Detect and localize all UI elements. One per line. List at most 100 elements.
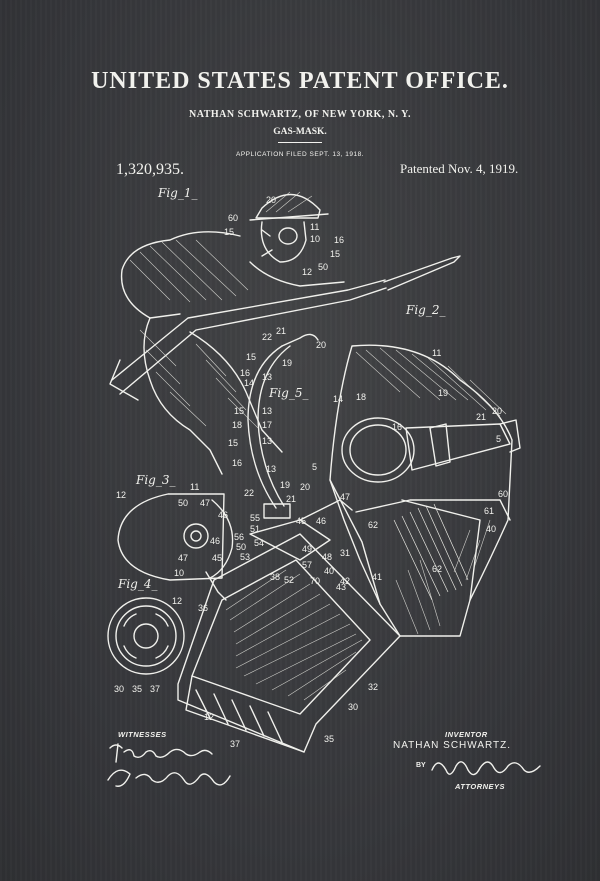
ref-numeral: 48: [322, 552, 332, 562]
patent-office-heading: UNITED STATES PATENT OFFICE.: [91, 68, 509, 94]
ref-numeral: 13: [262, 372, 272, 382]
ref-numeral: 30: [348, 702, 358, 712]
inventor-line: NATHAN SCHWARTZ, OF NEW YORK, N. Y.: [189, 109, 411, 120]
ref-numeral: 20: [266, 195, 276, 205]
attorney-signature: [431, 761, 541, 776]
reference-numerals: 20 60 15 11 16 10 15 50 12 11 19 21 20 1…: [114, 195, 508, 749]
by-label: BY: [416, 762, 426, 769]
ref-numeral: 5: [312, 462, 317, 472]
ref-numeral: 31: [340, 548, 350, 558]
ref-numeral: 56: [234, 532, 244, 542]
inventor-label: INVENTOR: [445, 730, 488, 739]
ref-numeral: 50: [236, 542, 246, 552]
ref-numeral: 22: [244, 488, 254, 498]
ref-numeral: 45: [212, 553, 222, 563]
figure-2-mask-drawing: [177, 344, 521, 753]
figure-4-label: Fig_4_: [118, 577, 158, 591]
figure-2-label: Fig_2_: [406, 303, 446, 317]
ref-numeral: 52: [284, 575, 294, 585]
ref-numeral: 18: [356, 392, 366, 402]
ref-numeral: 61: [484, 506, 494, 516]
ref-numeral: 50: [178, 498, 188, 508]
ref-numeral: 19: [282, 358, 292, 368]
ref-numeral: 17: [262, 420, 272, 430]
ref-numeral: 38: [270, 572, 280, 582]
ref-numeral: 43: [336, 582, 346, 592]
ref-numeral: 35: [132, 684, 142, 694]
ref-numeral: 16: [334, 235, 344, 245]
application-filed: APPLICATION FILED SEPT. 13, 1918.: [235, 151, 364, 158]
patent-number: 1,320,935.: [116, 161, 184, 178]
ref-numeral: 40: [324, 566, 334, 576]
ref-numeral: 60: [498, 489, 508, 499]
ref-numeral: 62: [368, 520, 378, 530]
ref-numeral: 16: [232, 458, 242, 468]
ref-numeral: 45: [296, 516, 306, 526]
ref-numeral: 36: [198, 603, 208, 613]
ref-numeral: 15: [246, 352, 256, 362]
ref-numeral: 22: [262, 332, 272, 342]
ref-numeral: 15: [234, 406, 244, 416]
ref-numeral: 15: [228, 438, 238, 448]
ref-numeral: 15: [330, 249, 340, 259]
ref-numeral: 62: [432, 564, 442, 574]
ref-numeral: 37: [150, 684, 160, 694]
figure-4-filter-disc-drawing: [107, 597, 185, 675]
figure-1-soldier-drawing: [109, 191, 461, 475]
attorneys-label: ATTORNEYS: [455, 782, 506, 791]
ref-numeral: 14: [244, 378, 254, 388]
ref-numeral: 47: [200, 498, 210, 508]
title-underline: [278, 142, 322, 143]
ref-numeral: 20: [316, 340, 326, 350]
ref-numeral: 47: [340, 492, 350, 502]
ref-numeral: 30: [114, 684, 124, 694]
ref-numeral: 21: [286, 494, 296, 504]
ref-numeral: 11: [432, 348, 441, 358]
ref-numeral: 16: [240, 368, 250, 378]
ref-numeral: 11: [310, 222, 319, 232]
ref-numeral: 53: [240, 552, 250, 562]
patent-date: Patented Nov. 4, 1919.: [400, 161, 519, 176]
ref-numeral: 37: [230, 739, 240, 749]
ref-numeral: 20: [492, 406, 502, 416]
ref-numeral: 12: [204, 712, 214, 722]
witness-signatures: [107, 743, 231, 787]
ref-numeral: 11: [190, 482, 199, 492]
figure-5-label: Fig_5_: [269, 386, 309, 400]
ref-numeral: 32: [368, 682, 378, 692]
patent-title: GAS-MASK.: [273, 127, 327, 137]
ref-numeral: 19: [280, 480, 290, 490]
ref-numeral: 35: [324, 734, 334, 744]
ref-numeral: 19: [438, 388, 448, 398]
ref-numeral: 18: [232, 420, 242, 430]
ref-numeral: 5: [496, 434, 501, 444]
ref-numeral: 10: [310, 234, 320, 244]
figure-3-valve-drawing: [117, 493, 234, 601]
figure-3-label: Fig_3_: [136, 473, 176, 487]
ref-numeral: 42: [340, 576, 350, 586]
figure-5-strap-drawing: [247, 333, 319, 519]
ref-numeral: 12: [116, 490, 126, 500]
ref-numeral: 50: [318, 262, 328, 272]
ref-numeral: 13: [262, 406, 272, 416]
witnesses-label: WITNESSES: [118, 730, 167, 739]
ref-numeral: 13: [262, 436, 272, 446]
ref-numeral: 16: [392, 422, 402, 432]
ref-numeral: 46: [316, 516, 326, 526]
ref-numeral: 51: [250, 524, 260, 534]
ref-numeral: 15: [224, 227, 234, 237]
ref-numeral: 13: [266, 464, 276, 474]
ref-numeral: 70: [310, 576, 320, 586]
ref-numeral: 55: [250, 513, 260, 523]
ref-numeral: 57: [302, 560, 312, 570]
ref-numeral: 20: [300, 482, 310, 492]
ref-numeral: 21: [276, 326, 286, 336]
figure-1-label: Fig_1_: [158, 186, 198, 200]
ref-numeral: 12: [302, 267, 312, 277]
ref-numeral: 10: [174, 568, 184, 578]
ref-numeral: 41: [372, 572, 382, 582]
ref-numeral: 46: [218, 510, 228, 520]
ref-numeral: 40: [486, 524, 496, 534]
